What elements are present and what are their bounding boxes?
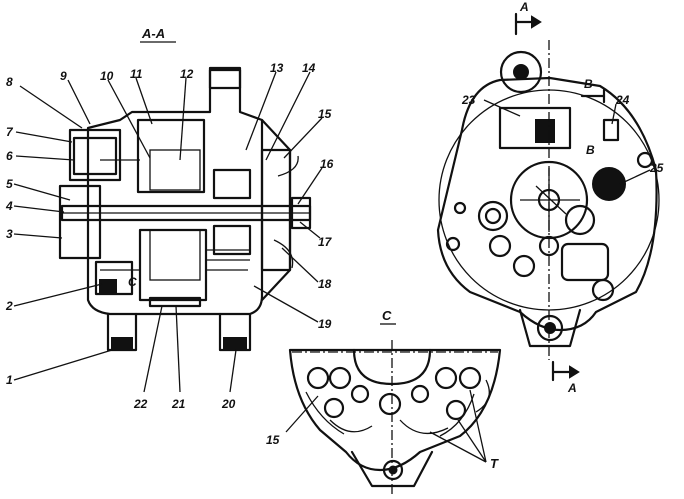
callout-9: 9: [60, 69, 67, 83]
callout-16: 16: [320, 157, 334, 171]
callout-7: 7: [6, 125, 14, 139]
end-view: [436, 12, 660, 382]
callout-13: 13: [270, 61, 284, 75]
view-c-title: С: [382, 308, 392, 323]
callout-14: 14: [302, 61, 316, 75]
section-title: А-А: [141, 26, 165, 41]
callout-21: 21: [171, 397, 186, 411]
callout-4: 4: [5, 199, 13, 213]
section-view-a-a: [58, 66, 312, 352]
callout-3: 3: [6, 227, 13, 241]
leader-lines-left: [13, 71, 323, 393]
view-c: [288, 340, 502, 496]
callout-5: 5: [6, 177, 13, 191]
leader-lines-c: [285, 389, 487, 463]
leader-lines-right: [483, 99, 651, 185]
callout-19: 19: [318, 317, 332, 331]
label-b-arrow: В: [584, 77, 593, 91]
callout-11: 11: [130, 67, 143, 81]
callout-1: 1: [6, 373, 13, 387]
callout-25: 25: [649, 161, 664, 175]
label-a-bottom: А: [567, 381, 577, 395]
callout-12: 12: [180, 67, 194, 81]
callout-18: 18: [318, 277, 332, 291]
callout-23: 23: [461, 93, 476, 107]
callout-20: 20: [221, 397, 236, 411]
callout-15-view-c: 15: [266, 433, 280, 447]
label-b-inner: В: [586, 143, 595, 157]
label-c-inner: С: [128, 275, 137, 289]
callout-15: 15: [318, 107, 332, 121]
callout-17: 17: [318, 235, 333, 249]
callout-8: 8: [6, 75, 13, 89]
callout-2: 2: [5, 299, 13, 313]
label-a-top: А: [519, 0, 529, 14]
callout-24: 24: [615, 93, 630, 107]
label-t: Т: [490, 456, 499, 471]
callout-6: 6: [6, 149, 13, 163]
callout-22: 22: [133, 397, 148, 411]
callout-10: 10: [100, 69, 114, 83]
